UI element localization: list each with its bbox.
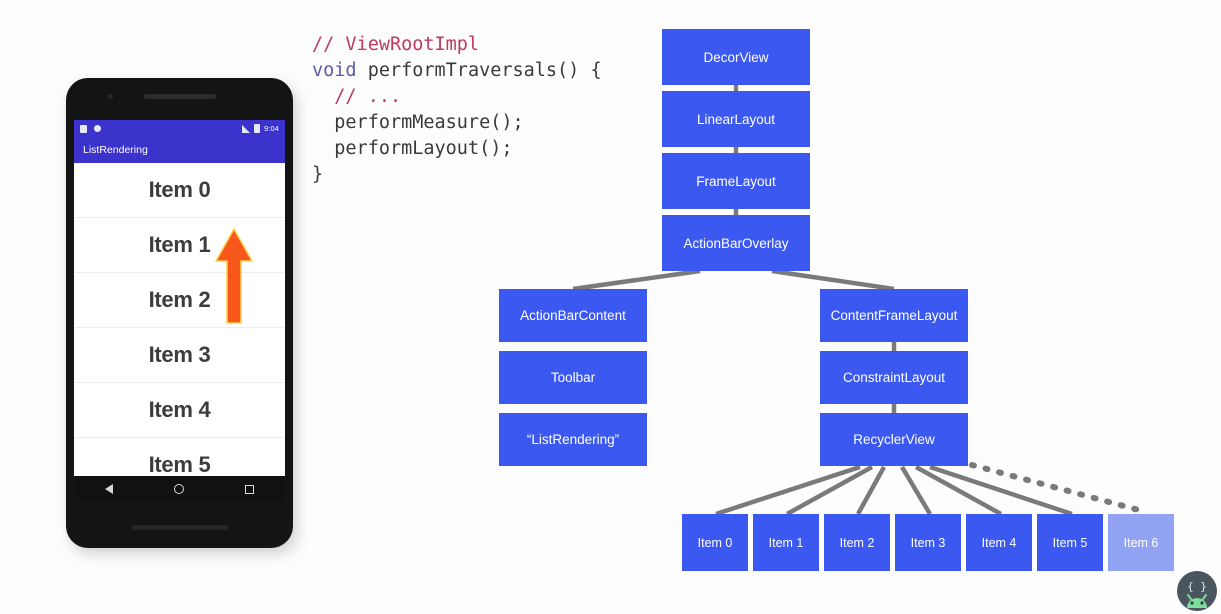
tree-node-recyclerview[interactable]: RecyclerView xyxy=(820,413,968,466)
tree-node-item-5[interactable]: Item 5 xyxy=(1037,514,1103,571)
tree-node-title-text[interactable]: “ListRendering” xyxy=(499,413,647,466)
list-item-label: Item 4 xyxy=(148,397,211,422)
list-item-label: Item 3 xyxy=(148,342,211,367)
recents-icon[interactable] xyxy=(245,484,255,494)
tree-node-framelayout[interactable]: FrameLayout xyxy=(662,153,810,209)
code-token: // ... xyxy=(312,86,402,107)
list-item[interactable]: Item 0 xyxy=(74,163,285,218)
code-token: } xyxy=(312,164,324,185)
list-item-label: Item 5 xyxy=(148,452,211,477)
notification-icon xyxy=(80,124,87,133)
status-bar-time: 9:04 xyxy=(264,124,279,133)
android-nav-bar[interactable] xyxy=(74,476,285,502)
tree-node-item-4[interactable]: Item 4 xyxy=(966,514,1032,571)
signal-icon xyxy=(242,124,250,133)
list-item[interactable]: Item 3 xyxy=(74,328,285,383)
home-icon[interactable] xyxy=(173,484,184,494)
app-bar-title: ListRendering xyxy=(83,144,148,156)
list-item[interactable]: Item 1 xyxy=(74,218,285,273)
tree-node-item-0[interactable]: Item 0 xyxy=(682,514,748,571)
tree-node-contentframelayout[interactable]: ContentFrameLayout xyxy=(820,289,968,342)
tree-node-item-6[interactable]: Item 6 xyxy=(1108,514,1174,571)
status-bar-notifications xyxy=(80,124,101,133)
tree-node-actionbarcontent[interactable]: ActionBarContent xyxy=(499,289,647,342)
back-icon[interactable] xyxy=(104,484,113,494)
phone-camera-icon xyxy=(108,94,113,99)
list-item[interactable]: Item 4 xyxy=(74,383,285,438)
phone-bottom-speaker xyxy=(131,525,228,530)
list-item-label: Item 2 xyxy=(148,287,211,312)
list-item[interactable]: Item 2 xyxy=(74,273,285,328)
code-line: // ... xyxy=(312,84,602,110)
code-token: performTraversals() { xyxy=(356,60,602,81)
phone-earpiece xyxy=(143,94,216,99)
code-line: performLayout(); xyxy=(312,136,602,162)
tree-node-actionbaroverlay[interactable]: ActionBarOverlay xyxy=(662,215,810,271)
status-bar-system: 9:04 xyxy=(242,124,279,133)
android-braces-logo: { } xyxy=(1177,571,1217,611)
code-line: } xyxy=(312,162,602,188)
code-snippet: // ViewRootImpl void performTraversals() … xyxy=(312,32,602,188)
tree-node-linearlayout[interactable]: LinearLayout xyxy=(662,91,810,147)
svg-text:{ }: { } xyxy=(1187,580,1207,593)
tree-node-item-2[interactable]: Item 2 xyxy=(824,514,890,571)
code-line: // ViewRootImpl xyxy=(312,32,602,58)
battery-icon xyxy=(254,124,260,133)
list-item-label: Item 1 xyxy=(148,232,211,257)
code-token: // ViewRootImpl xyxy=(312,34,480,55)
tree-node-item-3[interactable]: Item 3 xyxy=(895,514,961,571)
tree-node-toolbar[interactable]: Toolbar xyxy=(499,351,647,404)
code-token: performLayout(); xyxy=(312,138,513,159)
tree-node-item-1[interactable]: Item 1 xyxy=(753,514,819,571)
code-line: void performTraversals() { xyxy=(312,58,602,84)
code-line: performMeasure(); xyxy=(312,110,602,136)
tree-node-decorview[interactable]: DecorView xyxy=(662,29,810,85)
code-token: performMeasure(); xyxy=(312,112,524,133)
app-bar: ListRendering xyxy=(74,137,285,163)
notification-icon-round xyxy=(94,125,101,132)
tree-node-constraintlayout[interactable]: ConstraintLayout xyxy=(820,351,968,404)
list-item-label: Item 0 xyxy=(148,177,211,202)
status-bar: 9:04 xyxy=(74,120,285,137)
code-token: void xyxy=(312,60,357,81)
